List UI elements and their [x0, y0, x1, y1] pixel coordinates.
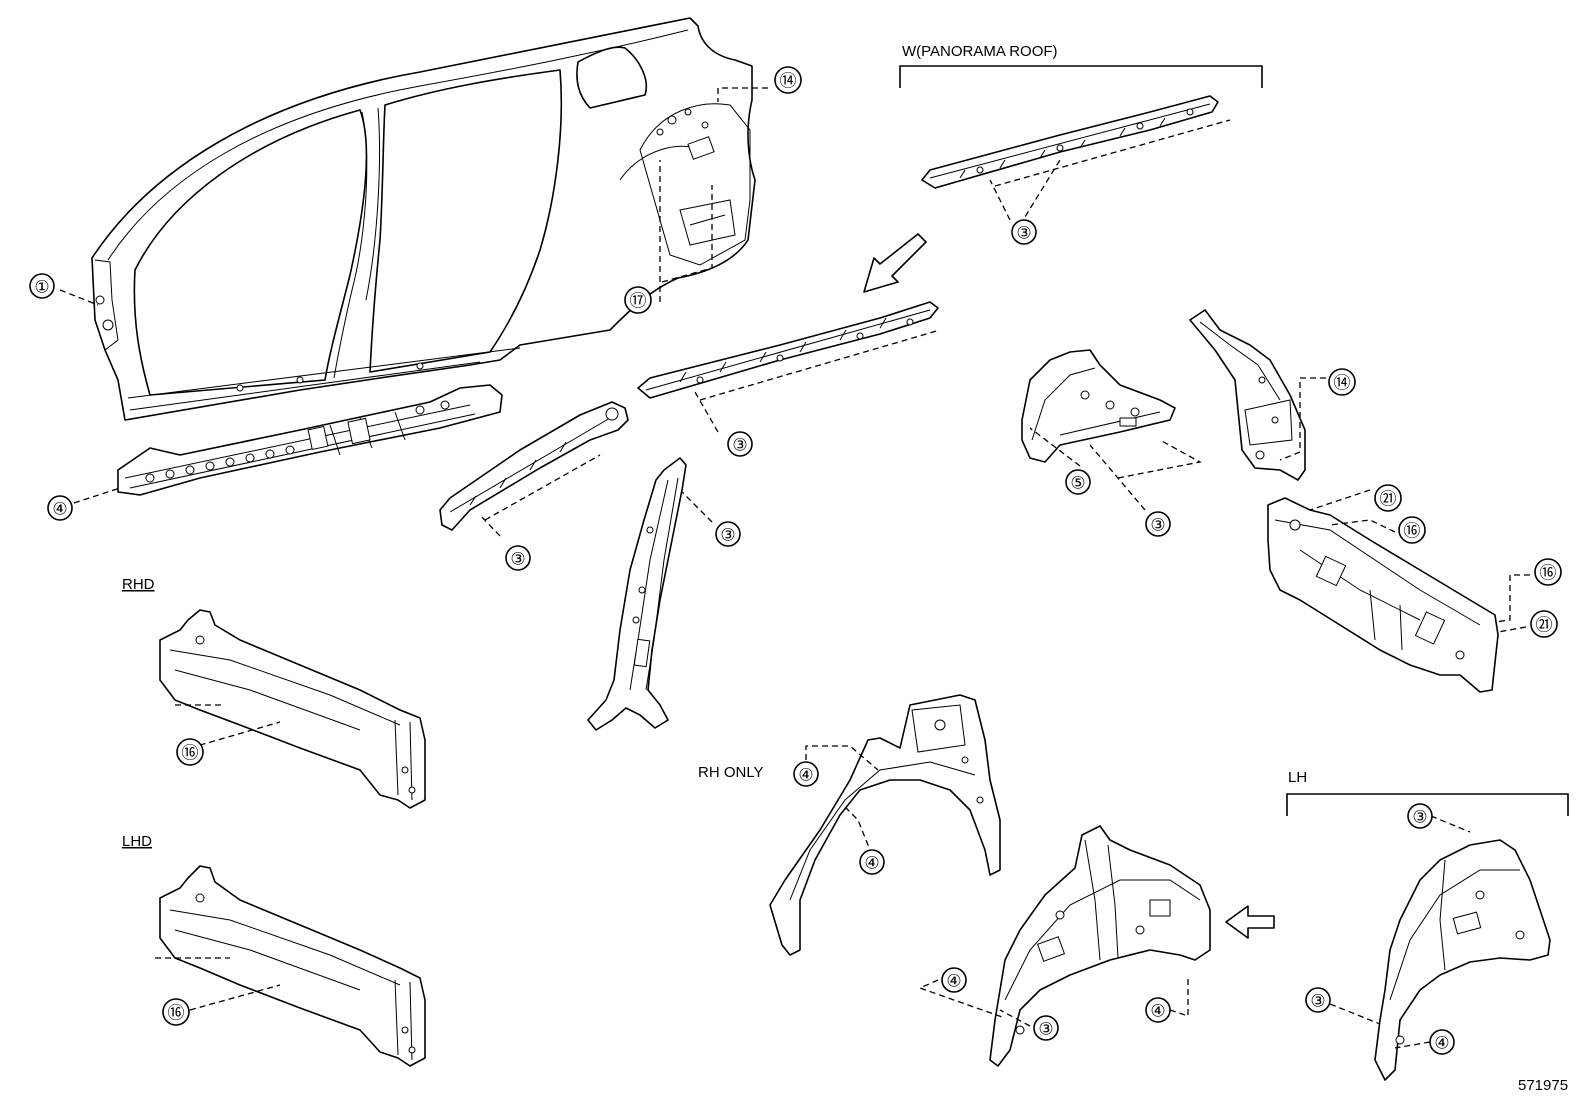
callout-3: ③ [1011, 219, 1037, 245]
cowl-panel-lhd [159, 865, 426, 1067]
direction-arrow-left [1225, 905, 1275, 939]
rh-only-label: RH ONLY [698, 764, 764, 781]
dash-panel [1267, 497, 1499, 693]
callout-4-number: ④ [798, 766, 813, 785]
front-apron-upper-member [769, 694, 1001, 956]
leader-lines [59, 87, 1530, 1049]
callout-4: ④ [47, 495, 73, 521]
callout-3-number: ③ [1412, 808, 1427, 827]
callout-4: ④ [941, 967, 967, 993]
direction-arrow [863, 233, 927, 293]
callout-3: ③ [505, 545, 531, 571]
callout-5: ⑤ [1065, 469, 1091, 495]
callout-16: ⑯ [162, 998, 190, 1026]
callout-21-number: ㉑ [1380, 490, 1397, 509]
roof-rail [637, 301, 939, 399]
callout-3: ③ [1033, 1015, 1059, 1041]
callout-21-number: ㉑ [1536, 616, 1553, 635]
diagram-code: 571975 [1518, 1077, 1568, 1094]
callout-16-number: ⑯ [168, 1004, 185, 1023]
callout-3-number: ③ [510, 550, 525, 569]
callout-17-number: ⑰ [630, 292, 647, 311]
rhd-label: RHD [122, 576, 155, 593]
rocker-inner-panel [117, 384, 503, 496]
panorama-roof-group: W(PANORAMA ROOF) [899, 43, 1263, 88]
callout-4-number: ④ [864, 854, 879, 873]
rear-pillar-reinforcement [1189, 309, 1306, 481]
callout-3: ③ [727, 431, 753, 457]
cowl-panel-rhd [159, 609, 426, 809]
callout-17: ⑰ [624, 286, 652, 314]
center-pillar [587, 457, 687, 731]
callout-1: ① [29, 273, 55, 299]
quarter-inner-upper [1021, 349, 1176, 463]
callout-16: ⑯ [1534, 558, 1562, 586]
callout-3: ③ [1305, 987, 1331, 1013]
roof-rail-panorama [921, 95, 1219, 189]
callout-4-number: ④ [52, 500, 67, 519]
callout-21: ㉑ [1374, 484, 1402, 512]
lh-group: LH [1286, 769, 1569, 816]
lh-label: LH [1288, 769, 1307, 786]
callout-3-number: ③ [720, 526, 735, 545]
front-wheel-apron-rh [989, 825, 1211, 1067]
lhd-label: LHD [122, 833, 152, 850]
callout-4: ④ [793, 761, 819, 787]
lh-bracket [1286, 793, 1569, 816]
callout-4: ④ [1429, 1029, 1455, 1055]
callout-14-number: ⑭ [1334, 374, 1351, 393]
callout-16: ⑯ [1398, 516, 1426, 544]
callout-3-number: ③ [732, 436, 747, 455]
callout-3: ③ [1407, 803, 1433, 829]
panorama-bracket [899, 65, 1263, 88]
callout-14: ⑭ [774, 66, 802, 94]
callout-4: ④ [1145, 997, 1171, 1023]
callout-16-number: ⑯ [1540, 564, 1557, 583]
callout-3-number: ③ [1038, 1020, 1053, 1039]
callout-16-number: ⑯ [1404, 522, 1421, 541]
callout-5-number: ⑤ [1070, 474, 1085, 493]
callout-3: ③ [1145, 511, 1171, 537]
front-pillar-upper [439, 401, 629, 531]
callout-16-number: ⑯ [182, 744, 199, 763]
callout-3-number: ③ [1016, 224, 1031, 243]
callout-3: ③ [715, 521, 741, 547]
callout-4-number: ④ [946, 972, 961, 991]
callout-21: ㉑ [1530, 610, 1558, 638]
callout-14: ⑭ [1328, 368, 1356, 396]
callout-4-number: ④ [1150, 1002, 1165, 1021]
callout-16: ⑯ [176, 738, 204, 766]
callout-14-number: ⑭ [780, 72, 797, 91]
callout-3-number: ③ [1310, 992, 1325, 1011]
front-wheel-apron-lh [1374, 839, 1551, 1081]
side-outer-panel [91, 17, 756, 421]
callout-4: ④ [859, 849, 885, 875]
panorama-roof-label: W(PANORAMA ROOF) [902, 43, 1058, 60]
callout-1-number: ① [34, 278, 49, 297]
callout-4-number: ④ [1434, 1034, 1449, 1053]
callout-3-number: ③ [1150, 516, 1165, 535]
